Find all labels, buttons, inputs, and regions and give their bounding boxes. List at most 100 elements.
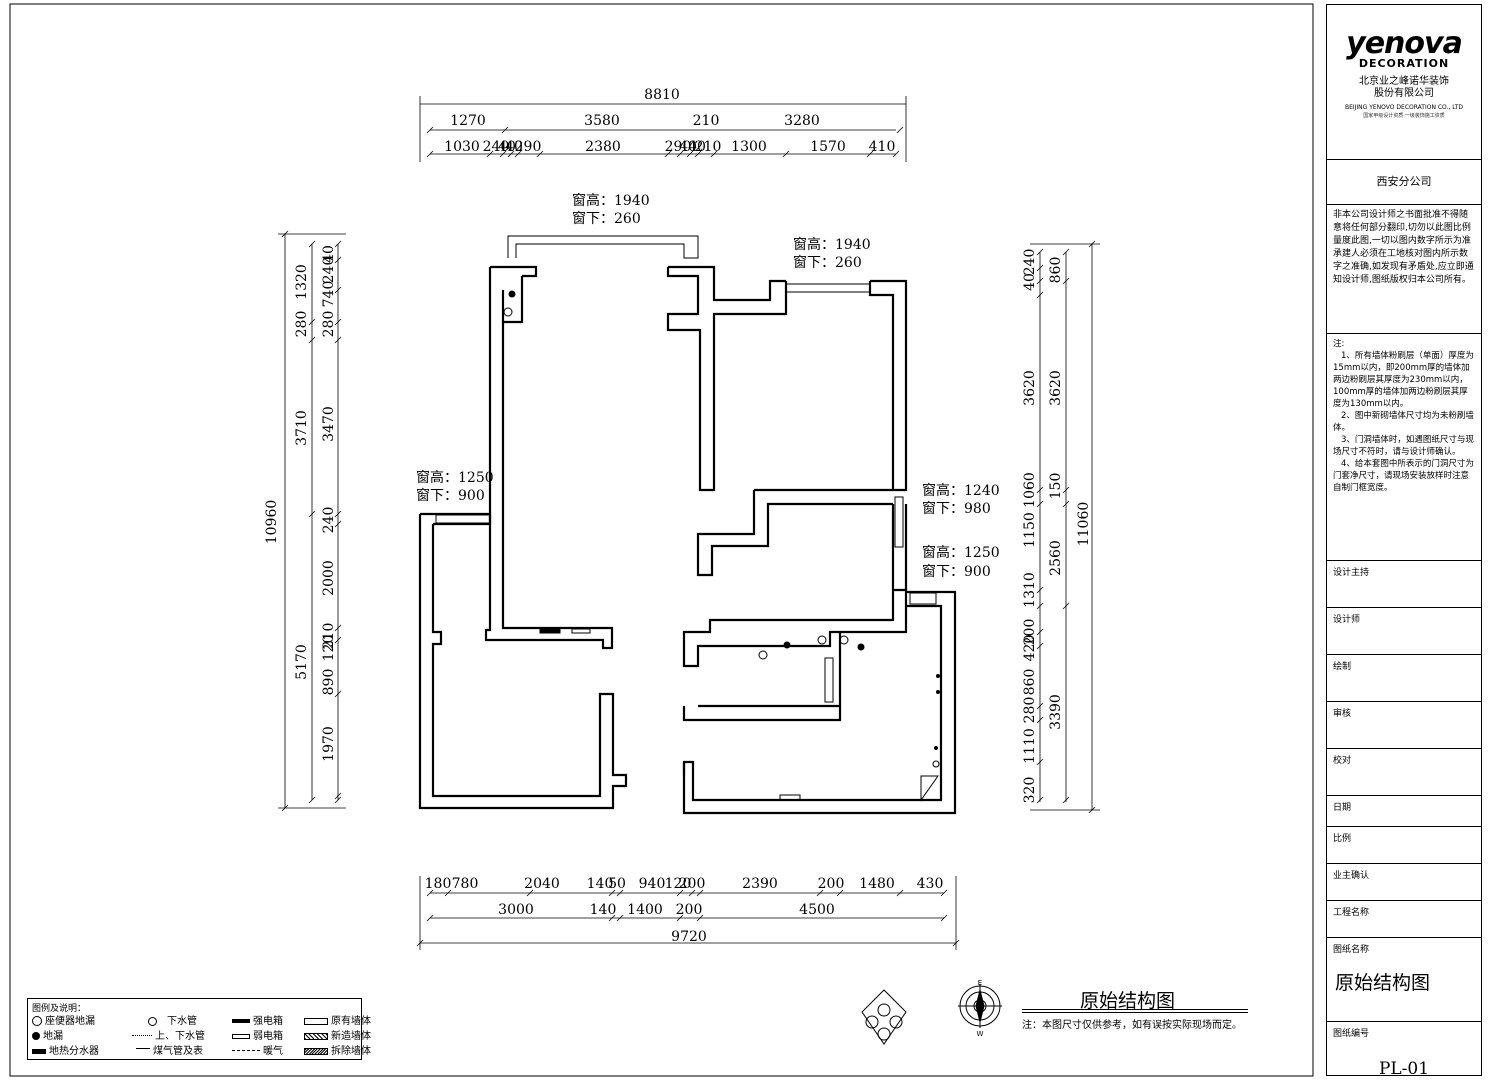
window-height: 窗高：1240 [922, 482, 1000, 499]
dim-text: 2040 [524, 876, 560, 892]
company-name: 北京业之峰诺华装饰 股份有限公司 [1327, 76, 1481, 100]
legend-item: 座便器地漏 [32, 1014, 95, 1029]
dim-tick [486, 150, 494, 158]
legend-title: 图例及说明： [32, 1004, 87, 1014]
window-height: 窗高：1940 [793, 236, 871, 253]
row-drawing-name: 图纸名称 [1333, 945, 1370, 955]
dim-text: 860 [1022, 669, 1038, 696]
dim-tick [334, 286, 342, 294]
brand-name: yenova [1346, 26, 1463, 61]
dim-text: 200 [1022, 619, 1038, 646]
dim-tick [1036, 277, 1044, 285]
drain-pipe-icon [148, 1016, 157, 1026]
floor-drain-icon [508, 290, 516, 298]
dim-tick [1036, 486, 1044, 494]
dim-tick [896, 889, 904, 897]
dim-text: 740 [321, 281, 337, 308]
window-labels: 窗高：1940 窗下：260 窗高：1940 窗下：260 窗高：1250 窗下… [416, 192, 1000, 580]
dim-tick [536, 150, 544, 158]
windows [435, 235, 937, 703]
floor-drain-icon [32, 1032, 40, 1040]
legend-label: 原有墙体 [331, 1016, 371, 1027]
row-reviewer: 审核 [1327, 702, 1481, 749]
company-logo: yenova DECORATION 北京业之峰诺华装饰 股份有限公司 BEIJI… [1327, 29, 1481, 160]
dim-tick [308, 318, 316, 326]
dim-right-overall: 11060 [1076, 502, 1092, 547]
drawing-title: 原始结构图 [1080, 990, 1176, 1012]
dim-tick [676, 150, 684, 158]
dim-tick [334, 690, 342, 698]
dim-text: 290 [665, 139, 692, 155]
dim-tick [1062, 486, 1070, 494]
window-height: 窗高：1940 [572, 192, 650, 209]
dim-text: 1060 [1022, 472, 1038, 508]
legend-item: 煤气管及表 [136, 1044, 203, 1059]
dim-tick [676, 914, 684, 922]
window-height: 窗高：1250 [922, 544, 1000, 561]
row-checker: 校对 [1327, 749, 1481, 796]
dim-text: 3390 [1048, 694, 1064, 730]
dim-text: 290 [515, 139, 542, 155]
dim-text: 1030 [444, 139, 480, 155]
dim-text: 3470 [321, 406, 337, 442]
dim-tick [1088, 806, 1096, 814]
dim-bottom-row1: 180 780 2040 140 50 940 120 200 2390 200… [425, 876, 944, 892]
dim-text: 1310 [1022, 572, 1038, 608]
legend-label: 暖气 [263, 1046, 283, 1057]
dim-tick [896, 126, 904, 134]
dim-tick [676, 889, 684, 897]
drawing-number-label: 图纸编号 [1333, 1029, 1370, 1039]
dim-tick [710, 150, 718, 158]
dim-text: 890 [321, 669, 337, 696]
dim-tick [281, 804, 289, 812]
dim-tick [308, 336, 316, 344]
dim-text: 50 [608, 876, 626, 892]
legend-label: 弱电箱 [253, 1031, 283, 1042]
dim-tick [334, 336, 342, 344]
dim-tick [1036, 264, 1044, 272]
legend-label: 拆除墙体 [331, 1046, 371, 1057]
dim-text: 140 [587, 876, 614, 892]
legend-item: 上、下水管 [132, 1029, 205, 1044]
dim-tick [281, 230, 289, 238]
disclaimer-text: 非本公司设计师之书面批准不得随意将任何部分翻印,切勿以此图比例量度此图,一切以图… [1327, 205, 1481, 334]
dim-tick [608, 889, 616, 897]
legend-item: 原有墙体 [304, 1014, 371, 1029]
dim-text: 3280 [784, 113, 820, 129]
dim-text: 40 [679, 139, 697, 155]
demolished-wall-icon [304, 1047, 328, 1055]
dim-tick [1036, 716, 1044, 724]
dimension-ticks [281, 126, 1096, 947]
dim-text: 240 [483, 139, 510, 155]
dim-tick [308, 240, 316, 248]
dim-tick [782, 150, 790, 158]
drawing-number: PL-01 [1378, 1059, 1430, 1079]
dim-tick [696, 889, 704, 897]
dim-tick [334, 796, 342, 804]
legend: 图例及说明： 座便器地漏 下水管 强电箱 原有墙体 地漏 上、下水管 弱电箱 新… [27, 998, 371, 1060]
dim-text: 40 [688, 139, 706, 155]
gas-meter-icon [932, 760, 940, 768]
legend-label: 新造墙体 [331, 1031, 371, 1042]
dim-text: 410 [869, 139, 896, 155]
dim-tick [308, 510, 316, 518]
legend-item: 强电箱 [232, 1014, 283, 1029]
dim-tick [694, 150, 702, 158]
dim-tick [1062, 796, 1070, 804]
dim-text: 1970 [321, 726, 337, 762]
dim-tick [499, 150, 507, 158]
row-owner-confirm: 业主确认 [1327, 864, 1481, 901]
dim-top-row1: 1270 3580 210 3280 [450, 113, 820, 129]
drain-pipe-icon [839, 635, 849, 645]
dim-tick [334, 318, 342, 326]
legend-label: 强电箱 [253, 1016, 283, 1027]
company-qualification: 国家甲级设计资质·一级装饰施工资质 [1363, 113, 1445, 119]
dim-text: 120 [321, 635, 337, 662]
company-name-en: BEIJING YENOVO DECORATION CO., LTD [1344, 104, 1464, 111]
row-scale: 比例 [1327, 827, 1481, 864]
drawing-name-value: 原始结构图 [1327, 964, 1481, 1022]
window-sill: 窗下：260 [793, 254, 862, 271]
drain-pipe-icon [817, 635, 827, 645]
notes: 注: 1、所有墙体粉刷层（单面）厚度为15mm以内，即200mm厚的墙体加两边粉… [1327, 334, 1481, 561]
note-item: 2、图中新砌墙体尺寸均为未粉刷墙体。 [1333, 411, 1474, 433]
